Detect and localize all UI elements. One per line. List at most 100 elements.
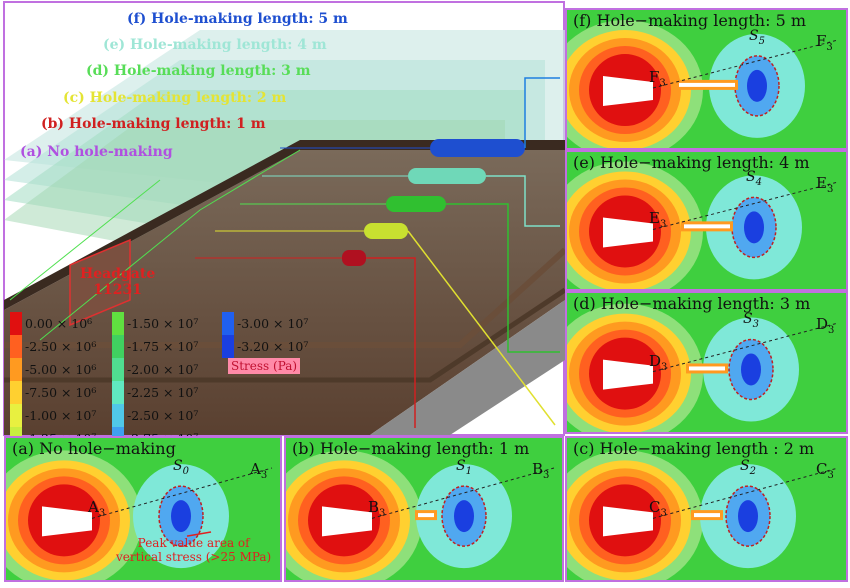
stress-contour-map (286, 450, 555, 580)
scene-label-d: (d) Hole-making length: 3 m (86, 63, 311, 79)
stress-contour-map (567, 161, 839, 289)
peak-zone-label: S4 (746, 169, 762, 189)
legend-entry: -2.25 × 10⁷ (112, 381, 198, 404)
peak-zone-label: S0 (173, 458, 189, 477)
legend-swatch (10, 312, 22, 335)
panel-title: (d) Hole−making length: 3 m (573, 294, 811, 313)
cylinder-e (262, 168, 486, 184)
point-left-label: A3 (88, 498, 106, 520)
scene-label-f: (f) Hole-making length: 5 m (127, 11, 348, 27)
point-left-label: B3 (368, 498, 386, 520)
stress-contour-map (567, 450, 839, 580)
rock-side (370, 300, 565, 435)
profile-line (652, 39, 839, 89)
point-left-label: F3 (649, 68, 666, 90)
arrow-to-f (524, 77, 560, 148)
legend-entry: -1.50 × 10⁷ (112, 312, 198, 335)
legend-unit: Stress (Pa) (228, 358, 301, 374)
scene-label-c: (c) Hole-making length: 2 m (63, 90, 287, 106)
peak-zone-label: S1 (456, 458, 472, 477)
point-right-label: C3 (816, 460, 834, 481)
roadway (322, 506, 372, 537)
legend-value: -7.50 × 10⁶ (25, 385, 97, 400)
headgate-label: Headgate 11231 (80, 266, 156, 298)
rock-block (4, 150, 565, 435)
profile-line (652, 467, 839, 519)
legend-value: -1.00 × 10⁷ (25, 408, 97, 423)
profile-line (371, 467, 555, 519)
panel-title: (b) Hole−making length: 1 m (292, 439, 530, 458)
panel-title: (a) No hole−making (12, 439, 176, 458)
legend-entry: -7.50 × 10⁶ (10, 381, 96, 404)
legend-swatch (112, 335, 124, 358)
legend-entry: -2.50 × 10⁷ (112, 404, 198, 427)
legend-entry: -1.75 × 10⁷ (112, 335, 198, 358)
legend-swatch (112, 358, 124, 381)
panel-title: (f) Hole−making length: 5 m (573, 11, 807, 30)
legend-entry: -3.00 × 10⁷ (222, 312, 308, 335)
arrow-to-d (446, 203, 560, 353)
peak-zone-core (738, 500, 758, 533)
arrow-to-b (366, 257, 416, 428)
peak-zone-core (741, 353, 761, 386)
legend-value: -1.75 × 10⁷ (127, 339, 199, 354)
legend-swatch (10, 381, 22, 404)
legend-entry: -1.00 × 10⁷ (10, 404, 96, 427)
scene-label-a: (a) No hole-making (20, 144, 173, 160)
point-right-label: E3 (816, 174, 834, 195)
point-right-label: F3 (816, 32, 833, 53)
cylinder-b (195, 250, 366, 266)
peak-zone-core (454, 500, 474, 533)
arrow-to-c (407, 230, 556, 426)
legend-swatch (10, 404, 22, 427)
legend-swatch (112, 404, 124, 427)
legend-value: -1.50 × 10⁷ (127, 316, 199, 331)
stress-contour-map (6, 450, 273, 580)
stress-contour-map (567, 20, 839, 148)
point-right-label: D3 (816, 315, 835, 336)
hole-slot (418, 513, 434, 518)
roadway (42, 506, 92, 537)
profile-line (652, 322, 839, 373)
legend-value: -2.25 × 10⁷ (127, 385, 199, 400)
cylinder-d (240, 196, 446, 212)
legend-entry: 0.00 × 10⁶ (10, 312, 92, 335)
guide-line-2 (9, 179, 161, 301)
legend-value: -3.00 × 10⁷ (237, 316, 309, 331)
legend-value: -5.00 × 10⁶ (25, 362, 97, 377)
scene-label-e: (e) Hole-making length: 4 m (103, 37, 327, 53)
scene-label-b: (b) Hole-making length: 1 m (41, 116, 266, 132)
annotation-arrow (186, 531, 212, 537)
legend-entry: -3.20 × 10⁷ (222, 335, 308, 358)
profile-line (652, 181, 839, 230)
cylinder-f (280, 139, 525, 157)
guide-line-1 (39, 149, 301, 341)
stress-contour-map (567, 303, 839, 432)
panel-title: (c) Hole−making length : 2 m (573, 439, 815, 458)
legend-value: 0.00 × 10⁶ (25, 316, 93, 331)
hole-slot (679, 82, 735, 87)
legend-entry: -2.50 × 10⁶ (10, 335, 96, 358)
panel-title: (e) Hole−making length: 4 m (573, 153, 810, 172)
roadway (603, 506, 653, 537)
peak-zone-label: S2 (740, 458, 756, 477)
peak-zone-core (171, 500, 191, 533)
peak-zone-label: S5 (749, 27, 765, 47)
peak-zone-label: S3 (743, 311, 759, 331)
hole-slot (689, 366, 725, 371)
legend-swatch (10, 358, 22, 381)
roadway (603, 359, 653, 390)
roadway (603, 217, 653, 248)
legend-value: -3.20 × 10⁷ (237, 339, 309, 354)
legend-value: -2.50 × 10⁷ (127, 408, 199, 423)
peak-zone-core (747, 69, 767, 102)
point-left-label: E3 (649, 209, 667, 231)
point-right-label: B3 (532, 460, 550, 481)
legend-swatch (10, 335, 22, 358)
